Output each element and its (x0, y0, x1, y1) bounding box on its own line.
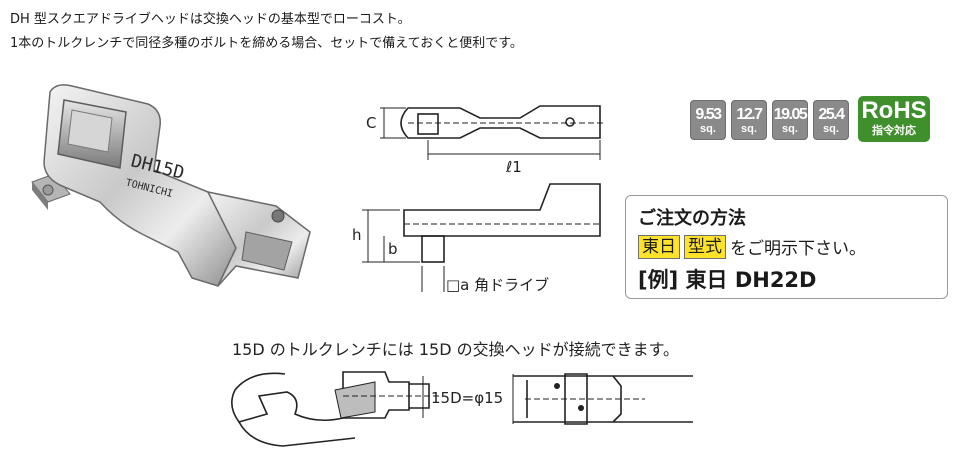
drive-badge-25-4: 25.4 sq. (813, 100, 849, 140)
order-tag-model: 型式 (684, 234, 726, 259)
square-socket-face (57, 99, 127, 169)
top-view-square-hole (417, 113, 439, 135)
drive-badge-9-53: 9.53 sq. (690, 100, 726, 140)
drive-badge-unit: sq. (741, 123, 757, 135)
top-view-outline (400, 105, 601, 139)
spanner-shank (342, 371, 410, 419)
drive-badge-19-05: 19.05 sq. (772, 100, 808, 140)
arm-slot (241, 231, 293, 271)
connection-diagram: 15D=φ15 (231, 371, 693, 447)
wrench-collar (564, 373, 588, 425)
side-view-drawing: h b □a 角ドライブ (352, 183, 602, 294)
drive-size-badges: 9.53 sq. 12.7 sq. 19.05 sq. 25.4 sq. RoH… (690, 96, 930, 142)
wrench-taper (612, 375, 622, 423)
order-tag-tohnichi: 東日 (638, 234, 680, 259)
rohs-subtitle: 指令対応 (872, 124, 916, 137)
dim-label-b: b (388, 240, 398, 258)
order-instruction-line: 東日 型式 をご明示下さい。 (638, 234, 866, 259)
drive-badge-size: 12.7 (736, 106, 763, 123)
intro-line-1: DH 型スクエアドライブヘッドは交換ヘッドの基本型でローコスト。 (10, 12, 411, 27)
dim-label-a-drive: □a 角ドライブ (446, 276, 549, 294)
compat-note: 15D のトルクレンチには 15D の交換ヘッドが接続できます。 (232, 340, 680, 359)
square-drive-peg (31, 173, 71, 210)
spanner-head-lower (238, 421, 356, 447)
drive-badge-12-7: 12.7 sq. (731, 100, 767, 140)
drive-badge-size: 25.4 (818, 106, 845, 123)
compat-dim-label: 15D=φ15 (431, 389, 503, 407)
drive-badge-unit: sq. (782, 123, 798, 135)
order-title: ご注文の方法 (638, 208, 746, 229)
side-view-drive-peg (421, 235, 445, 263)
dim-label-l1: ℓ1 (505, 158, 522, 176)
intro-line-2: 1本のトルクレンチで同径多種のボルトを締める場合、セットで備えておくと便利です。 (10, 36, 523, 51)
top-view-pin (565, 117, 575, 127)
side-view-outline (403, 183, 601, 237)
rohs-badge: RoHS 指令対応 (858, 96, 930, 142)
product-photo: DH15D TOHNICHI (31, 84, 311, 287)
drive-badge-unit: sq. (700, 123, 716, 135)
order-example: [例] 東日 DH22D (638, 268, 817, 292)
intro-text: DH 型スクエアドライブヘッドは交換ヘッドの基本型でローコスト。 1本のトルクレ… (10, 8, 523, 56)
dim-label-c: C (366, 114, 376, 132)
wrench-pin (554, 383, 560, 389)
pin-hole (271, 209, 285, 223)
top-view-drawing: C ℓ1 (366, 105, 605, 176)
spanner-section-hatch (334, 381, 376, 419)
order-method-box: ご注文の方法 東日 型式 をご明示下さい。 [例] 東日 DH22D (625, 195, 948, 299)
drive-badge-unit: sq. (823, 123, 839, 135)
order-instruction: をご明示下さい。 (730, 239, 866, 259)
wrench-pin-lower (578, 405, 584, 411)
spanner-head (231, 372, 356, 423)
dim-label-h: h (352, 226, 362, 244)
rohs-title: RoHS (861, 97, 927, 124)
drive-badge-size: 19.05 (773, 106, 808, 123)
drive-badge-size: 9.53 (695, 106, 722, 123)
